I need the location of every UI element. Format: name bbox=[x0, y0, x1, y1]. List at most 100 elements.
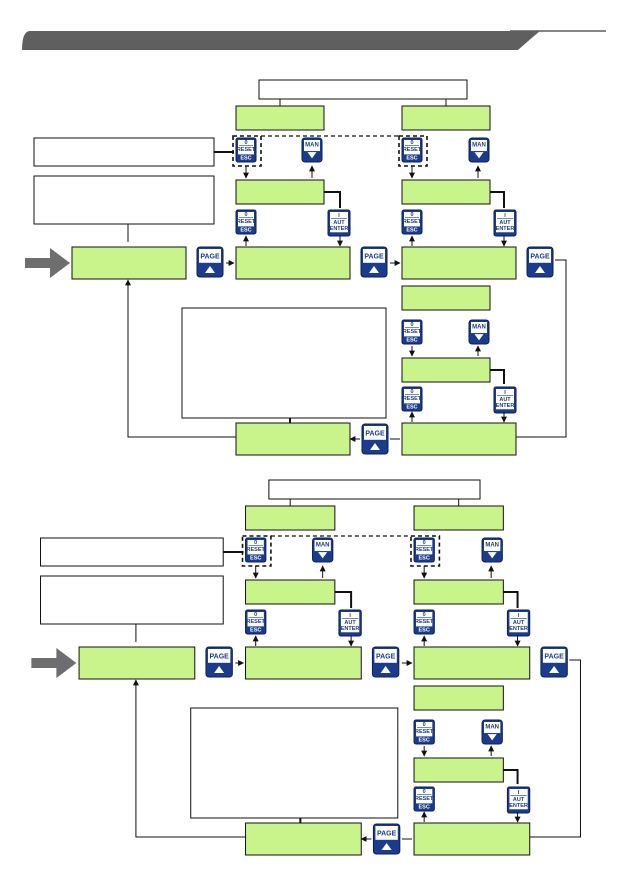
aut-key-one: I bbox=[518, 790, 520, 796]
page-key-label: PAGE bbox=[365, 430, 385, 437]
page-key[interactable]: PAGE bbox=[360, 246, 388, 278]
reset-key-label: RESET bbox=[415, 729, 434, 735]
reset-key-zero: 0 bbox=[254, 540, 257, 546]
reset-key-zero: 0 bbox=[244, 212, 247, 218]
reset-key-face bbox=[238, 212, 254, 227]
selector-box bbox=[268, 479, 481, 500]
selector-box bbox=[258, 79, 468, 100]
aut-key-one: I bbox=[338, 213, 340, 219]
page-key[interactable]: PAGE bbox=[361, 423, 389, 455]
reset-key-face bbox=[404, 389, 420, 404]
aut-key-face bbox=[496, 212, 514, 233]
aut-key-face bbox=[496, 389, 514, 410]
man-key[interactable]: MAN bbox=[481, 719, 503, 745]
note-box-1 bbox=[33, 137, 215, 167]
reset-key-label: RESET bbox=[403, 147, 422, 153]
reset-key-zero: 0 bbox=[423, 789, 426, 795]
page-key-label: PAGE bbox=[376, 653, 396, 660]
down-triangle-icon bbox=[307, 152, 317, 159]
man-key-face bbox=[304, 140, 320, 152]
reset-key-zero: 0 bbox=[410, 389, 413, 395]
page-key[interactable]: PAGE bbox=[372, 823, 401, 855]
lcd-screen-main-5 bbox=[245, 822, 362, 856]
lcd-screen-main-5 bbox=[235, 422, 351, 456]
up-triangle-icon bbox=[535, 266, 545, 273]
aut-key-label: AUT bbox=[513, 797, 525, 803]
page-key[interactable]: PAGE bbox=[371, 646, 400, 678]
man-key[interactable]: MAN bbox=[468, 137, 490, 163]
up-triangle-icon bbox=[205, 266, 215, 273]
reset-key-zero: 0 bbox=[423, 722, 426, 728]
man-key-label: MAN bbox=[485, 543, 499, 549]
page-key-face bbox=[207, 649, 231, 663]
esc-key-label: ESC bbox=[419, 628, 430, 634]
reset-selection-b bbox=[398, 135, 428, 167]
page-key[interactable]: PAGE bbox=[540, 646, 568, 678]
reset-selection-b bbox=[410, 535, 441, 567]
man-key-label: MAN bbox=[305, 143, 319, 149]
loop-right bbox=[529, 659, 581, 838]
man-key[interactable]: MAN bbox=[301, 137, 323, 163]
aut-key-one: I bbox=[504, 213, 506, 219]
up-triangle-icon bbox=[549, 666, 560, 673]
reset-key-zero: 0 bbox=[254, 612, 257, 618]
lcd-screen-main-1 bbox=[78, 646, 196, 680]
lcd-screen-main-4 bbox=[413, 822, 531, 856]
info-box bbox=[181, 307, 387, 419]
esc-key-label: ESC bbox=[406, 338, 417, 344]
reset-key-face bbox=[416, 789, 433, 804]
entry-arrow-icon bbox=[31, 648, 77, 678]
man-key[interactable]: MAN bbox=[468, 319, 490, 345]
page-key-face bbox=[375, 826, 398, 840]
page-key[interactable]: PAGE bbox=[196, 246, 224, 278]
esc-key-label: ESC bbox=[250, 556, 261, 562]
man-key[interactable]: MAN bbox=[312, 537, 334, 563]
aut-key-label: AUT bbox=[513, 620, 525, 626]
aut-key-one: I bbox=[349, 613, 351, 619]
man-key-label: MAN bbox=[472, 143, 486, 149]
reset-key-zero: 0 bbox=[423, 612, 426, 618]
esc-key-label: ESC bbox=[240, 228, 251, 234]
man-key-label: MAN bbox=[472, 325, 486, 331]
page-key[interactable]: PAGE bbox=[526, 246, 554, 278]
up-triangle-icon bbox=[369, 266, 379, 273]
aut-link-a bbox=[324, 191, 341, 208]
page-key-label: PAGE bbox=[377, 830, 397, 837]
man-key[interactable]: MAN bbox=[481, 537, 503, 563]
header-band bbox=[22, 31, 540, 50]
lcd-screen-b2 bbox=[401, 179, 491, 205]
loop-return bbox=[125, 279, 236, 438]
esc-key-label: ESC bbox=[419, 805, 430, 811]
note-box-2 bbox=[40, 575, 224, 625]
lcd-screen-main-3 bbox=[413, 646, 531, 680]
enter-key-label: ENTER bbox=[341, 626, 360, 632]
reset-key-face bbox=[416, 612, 433, 627]
up-triangle-icon bbox=[381, 843, 392, 850]
esc-key-label: ESC bbox=[406, 228, 417, 234]
enter-key-label: ENTER bbox=[496, 226, 515, 232]
note-box-2 bbox=[33, 175, 215, 225]
down-triangle-icon bbox=[487, 734, 497, 741]
lcd-screen-b1 bbox=[401, 105, 491, 131]
page-key[interactable]: PAGE bbox=[205, 646, 233, 678]
